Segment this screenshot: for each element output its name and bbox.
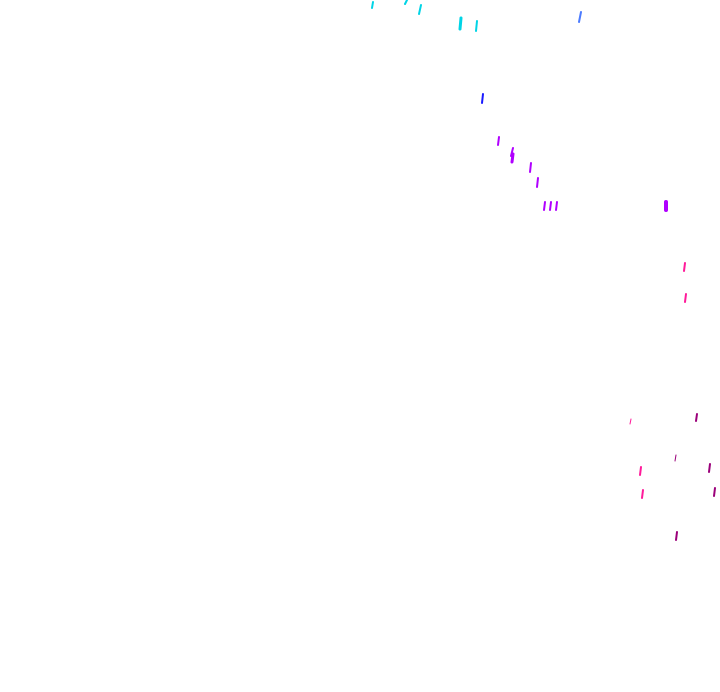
- tick-mark: [371, 1, 374, 9]
- tick-mark: [578, 11, 582, 23]
- tick-mark: [481, 93, 484, 104]
- tick-mark: [510, 152, 515, 164]
- tick-mark: [683, 262, 686, 272]
- tick-mark: [684, 293, 687, 303]
- tick-mark: [713, 487, 716, 497]
- tick-mark: [695, 413, 698, 422]
- tick-mark: [641, 489, 644, 499]
- tick-mark: [418, 4, 422, 15]
- tick-mark: [708, 463, 711, 473]
- tick-mark: [536, 177, 539, 188]
- tick-mark: [404, 0, 408, 5]
- tick-mark: [458, 16, 463, 31]
- tick-mark: [497, 136, 500, 146]
- tick-mark: [675, 531, 678, 541]
- tick-mark: [555, 201, 558, 211]
- tick-mark: [543, 201, 546, 211]
- tick-mark: [674, 454, 677, 462]
- tick-mark: [510, 147, 514, 157]
- tick-mark: [475, 20, 478, 32]
- tick-mark: [529, 162, 532, 173]
- tick-mark: [549, 201, 552, 211]
- tick-mark: [629, 418, 632, 425]
- tick-mark: [639, 466, 642, 476]
